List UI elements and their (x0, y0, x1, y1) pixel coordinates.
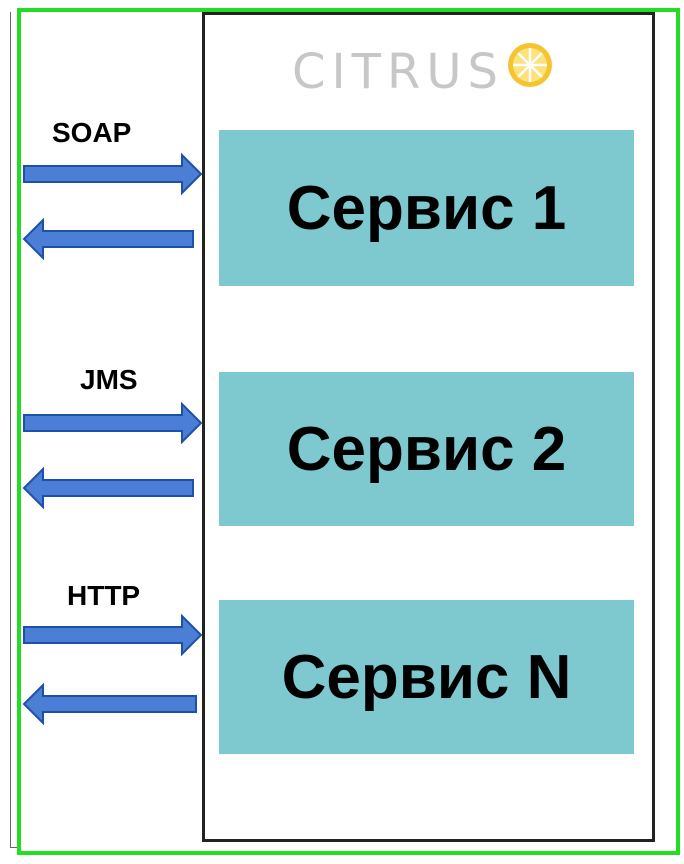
system-frame (17, 8, 680, 855)
left-boundary-line (10, 12, 11, 848)
protocol-jms-label: JMS (80, 364, 138, 395)
response-arrow-jms (22, 466, 194, 510)
request-arrow-soap (23, 152, 203, 196)
citrus-logo: CITRUS (292, 42, 554, 102)
logo-text: CITRUS (292, 44, 504, 100)
service-n-box: Сервис N (219, 600, 634, 754)
request-arrow-http (23, 613, 203, 657)
service-n-label: Сервис N (281, 642, 572, 712)
service-2-label: Сервис 2 (286, 414, 567, 484)
protocol-http-label: HTTP (67, 580, 141, 611)
service-1-label: Сервис 1 (286, 173, 567, 243)
request-arrow-jms (23, 401, 203, 445)
left-boundary-foot (10, 847, 18, 848)
citrus-slice-icon (507, 43, 552, 87)
service-1-box: Сервис 1 (219, 130, 634, 286)
response-arrow-http (22, 682, 197, 726)
response-arrow-soap (22, 217, 194, 261)
service-2-box: Сервис 2 (219, 372, 634, 526)
protocol-soap-label: SOAP (52, 117, 132, 148)
